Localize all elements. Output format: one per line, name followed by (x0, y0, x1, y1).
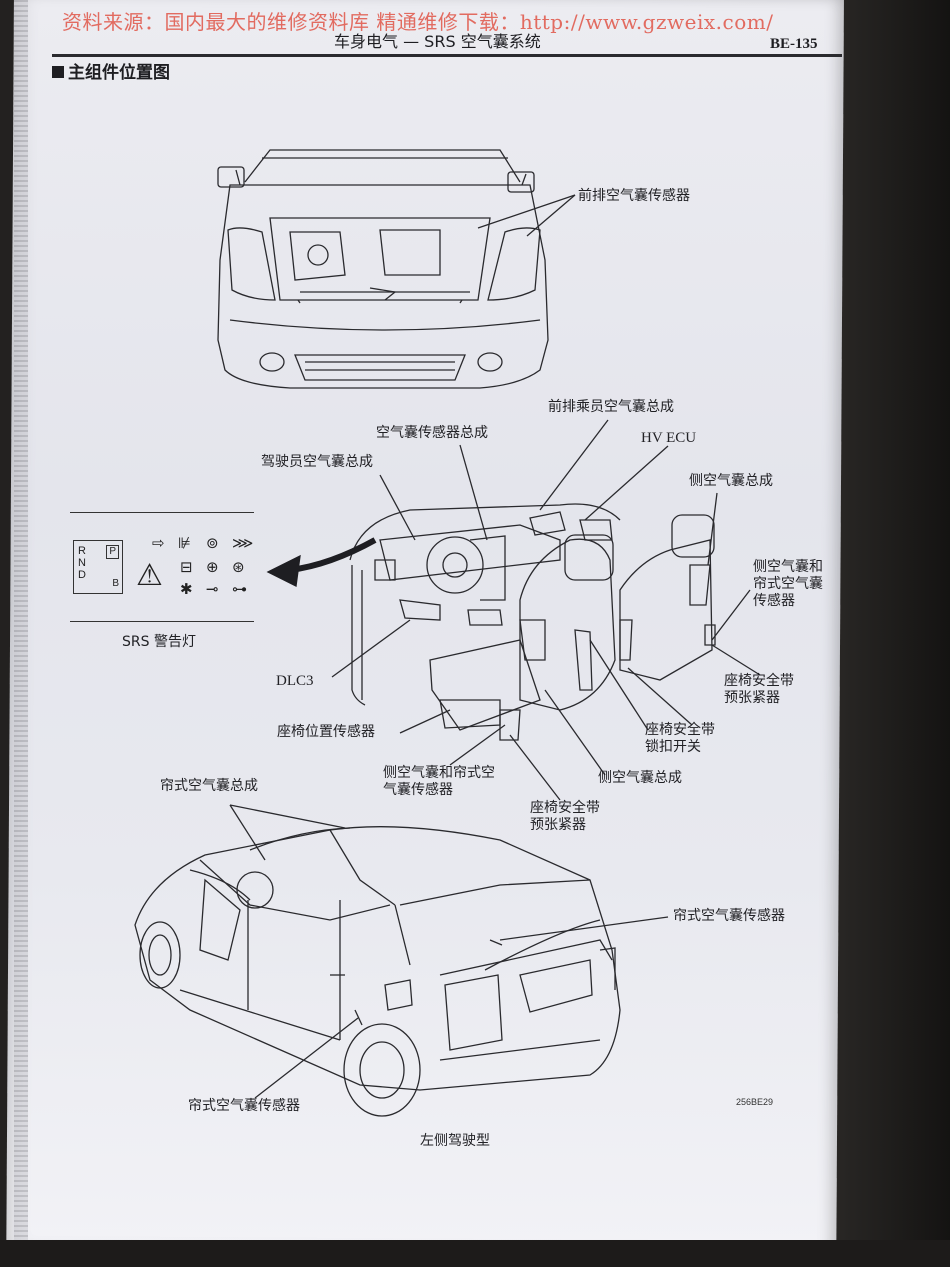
label-seat-position-sensor: 座椅位置传感器 (277, 724, 375, 740)
label-side-curtain-sensor-right: 侧空气囊和帘式空气囊传感器 (753, 559, 823, 609)
front-view-car (217, 149, 576, 389)
label-side-airbag-lower: 侧空气囊总成 (598, 770, 682, 786)
page-edge (14, 0, 28, 1267)
shift-letters: R N D (78, 545, 86, 581)
background-shadow (830, 0, 950, 1267)
square-bullet-icon (52, 66, 64, 78)
figure-caption: 左侧驾驶型 (420, 1133, 490, 1149)
label-curtain-airbag: 帘式空气囊总成 (160, 778, 258, 794)
label-dlc3: DLC3 (276, 673, 314, 689)
panel-top-rule (70, 512, 254, 513)
label-hv-ecu: HV ECU (641, 430, 697, 446)
label-srs-warning-light: SRS 警告灯 (122, 634, 196, 650)
interior-view (331, 419, 761, 801)
arrow-head (266, 554, 301, 587)
page-bottom-shadow (0, 1240, 950, 1267)
warning-triangle-icon: ⚠ (136, 558, 163, 593)
section-title-text: 主组件位置图 (68, 63, 170, 83)
section-header: 车身电气 — SRS 空气囊系统 (334, 32, 541, 51)
pointer-arrow (289, 537, 377, 573)
label-driver-airbag: 驾驶员空气囊总成 (261, 454, 373, 470)
panel-bottom-rule (70, 621, 254, 622)
oil-icon: ⊸ (206, 580, 219, 598)
arrow-outline-icon: ⇨ (152, 534, 165, 552)
figure-code: 256BE29 (736, 1097, 774, 1107)
label-airbag-sensor-assembly: 空气囊传感器总成 (376, 425, 488, 441)
parking-brake-icon: ⊛ (232, 558, 245, 576)
section-title: 主组件位置图 (52, 58, 170, 83)
label-side-curtain-sensor-lower: 侧空气囊和帘式空气囊传感器 (383, 765, 495, 798)
label-seatbelt-pretensioner-lower: 座椅安全带预张紧器 (530, 800, 600, 833)
side-view-car (134, 804, 669, 1117)
label-front-airbag-sensor: 前排空气囊传感器 (578, 188, 690, 204)
abs-icon: ⊕ (206, 558, 219, 576)
label-curtain-sensor-rear: 帘式空气囊传感器 (673, 908, 785, 924)
label-side-airbag-top: 侧空气囊总成 (689, 473, 773, 489)
shift-b: B (112, 578, 119, 589)
label-seatbelt-buckle-switch: 座椅安全带锁扣开关 (645, 722, 715, 755)
label-front-passenger-airbag: 前排乘员空气囊总成 (548, 399, 674, 415)
label-curtain-sensor-front: 帘式空气囊传感器 (188, 1098, 300, 1114)
shift-p: P (106, 545, 119, 559)
srs-airbag-icon: ✱ (180, 580, 193, 598)
header-rule (52, 54, 842, 57)
key-icon: ⊶ (232, 580, 247, 598)
page-number: BE-135 (770, 36, 818, 52)
engine-check-icon: ⊟ (180, 558, 193, 576)
headlight-icon: ⊯ (178, 534, 192, 552)
source-watermark: 资料来源：国内最大的维修资料库 精通维修下载：http://www.gzweix… (62, 10, 774, 34)
shift-position-indicator: R N D P B (73, 540, 123, 594)
label-seatbelt-pretensioner-right: 座椅安全带预张紧器 (724, 673, 794, 706)
brake-icon: ⊚ (206, 534, 219, 552)
fog-light-icon: ⋙ (232, 534, 254, 552)
